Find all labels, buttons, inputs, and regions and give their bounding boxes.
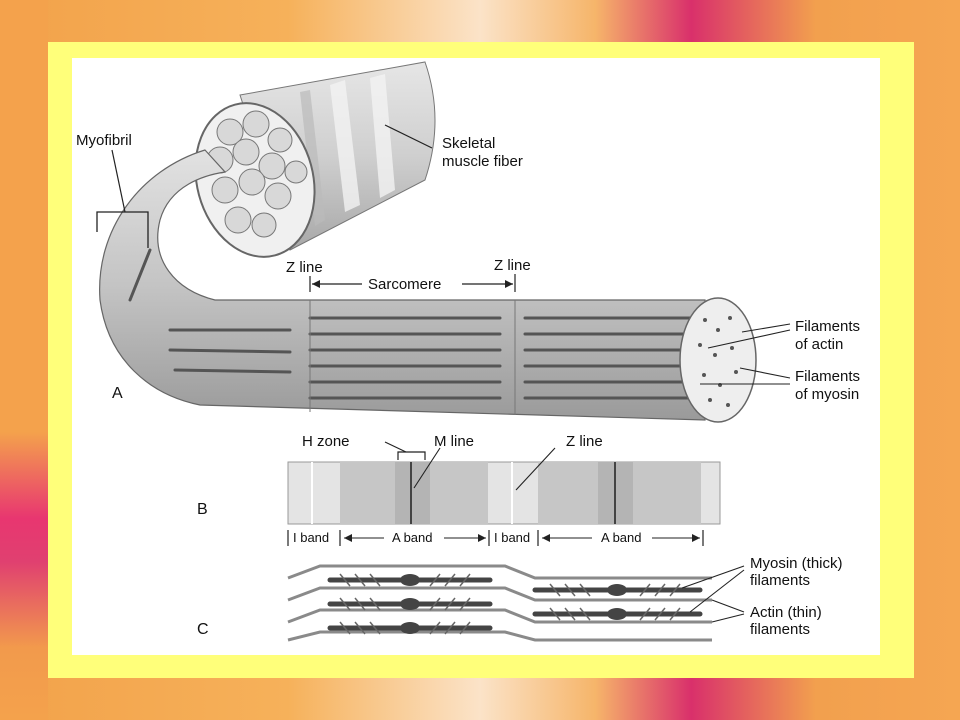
i-band-2-label: I band — [494, 530, 530, 545]
panel-a-label: A — [112, 385, 123, 402]
a-band-2-label: A band — [601, 530, 642, 545]
panel-b-band-strip — [287, 461, 721, 525]
skeletal-label-line1: Skeletal — [442, 135, 495, 152]
actin-thin-label-line1: Actin (thin) — [750, 604, 822, 621]
tube-filament-stripes — [128, 248, 692, 400]
actin-label-line1: Filaments — [795, 318, 860, 335]
skeletal-muscle-fiber — [194, 61, 436, 258]
myosin-thick-label-line1: Myosin (thick) — [750, 555, 843, 572]
a-band-1-label: A band — [392, 530, 433, 545]
left-color-band — [0, 0, 48, 720]
myosin-thick-label-line2: filaments — [750, 572, 810, 589]
sarcomere-label: Sarcomere — [368, 276, 441, 293]
tube-cross-section — [679, 297, 757, 423]
actin-label-line2: of actin — [795, 336, 843, 353]
m-line-label: M line — [434, 433, 474, 450]
i-band-1-label: I band — [293, 530, 329, 545]
skeletal-leader — [384, 124, 433, 149]
myofibril-leader — [111, 149, 126, 213]
z-line-left-label: Z line — [286, 259, 323, 276]
myofibril-tube — [99, 149, 757, 423]
z-line-b-label: Z line — [566, 433, 603, 450]
panel-b-label: B — [197, 501, 208, 518]
myofibril-bracket — [96, 211, 149, 248]
myofibril-cross-sections — [206, 110, 308, 238]
z-line-right-label: Z line — [494, 257, 531, 274]
actin-thin-label-line2: filaments — [750, 621, 810, 638]
panel-c-label: C — [197, 621, 209, 638]
myosin-label-line1: Filaments — [795, 368, 860, 385]
myosin-label-line2: of myosin — [795, 386, 859, 403]
myofibril-label: Myofibril — [76, 132, 132, 149]
skeletal-label-line2: muscle fiber — [442, 153, 523, 170]
h-zone-label: H zone — [302, 433, 350, 450]
panel-c-filaments — [287, 564, 712, 642]
